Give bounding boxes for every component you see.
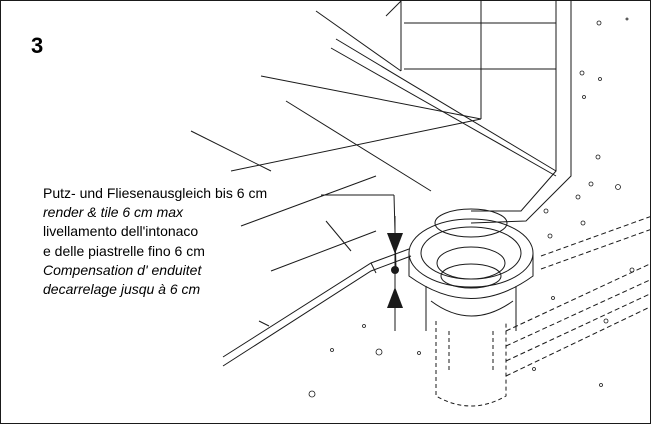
caption-fr-line2: decarrelage jusqu à 6 cm: [43, 281, 201, 298]
wall-tile-grid: [385, 1, 557, 171]
caption-block: Putz- und Fliesenausgleich bis 6 cm rend…: [43, 184, 343, 299]
caption-de: Putz- und Fliesenausgleich bis 6 cm: [43, 185, 268, 201]
measure-arrows: [387, 233, 403, 308]
caption-en: render & tile 6 cm max: [43, 204, 184, 221]
step-number: 3: [31, 33, 44, 58]
debris-dots: [308, 17, 635, 398]
caption-fr-line1: Compensation d' enduitet: [43, 261, 202, 278]
drain-pipes: [505, 216, 650, 377]
drain-flange: [408, 208, 534, 407]
caption-it-line2: e delle piastrelle fino 6 cm: [43, 242, 205, 259]
caption-it-line1: livellamento dell'intonaco: [43, 223, 199, 240]
floor-tile-grid: [190, 10, 557, 272]
